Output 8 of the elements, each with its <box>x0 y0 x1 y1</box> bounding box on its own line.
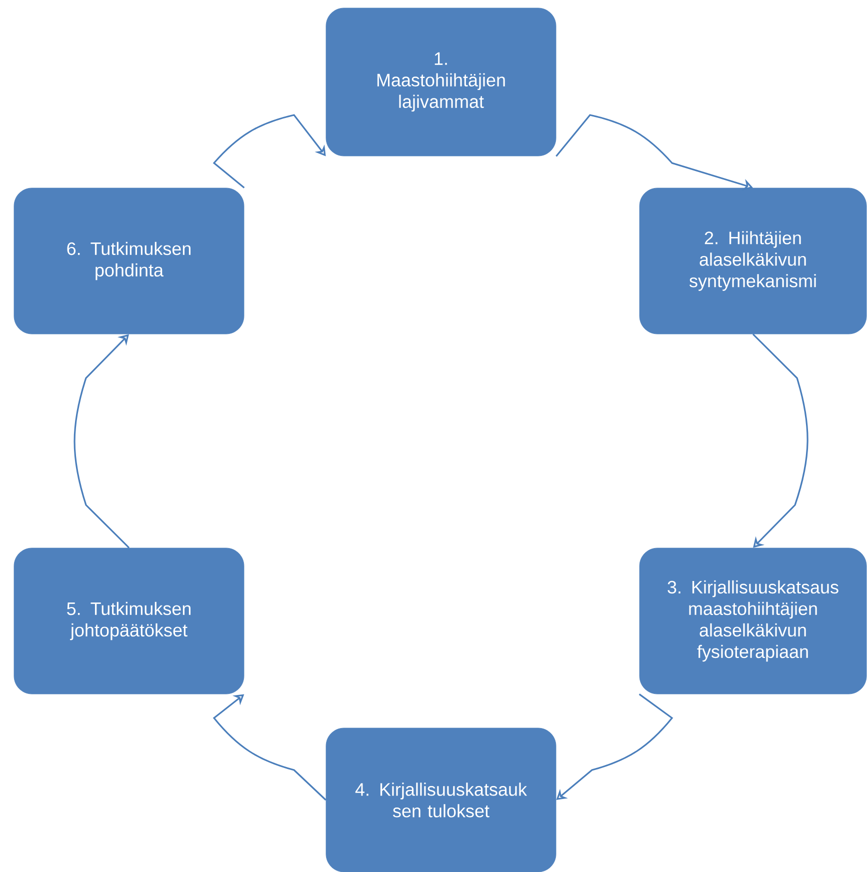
process-box: 2. Hiihtäjien alaselkäkivun syntymekanismi <box>639 188 867 334</box>
process-box: 3. Kirjallisuuskatsaus maastohiihtäjien alaselkäkivun fysioterapiaan <box>639 548 867 694</box>
arrow <box>213 114 326 188</box>
arrow <box>213 694 326 801</box>
process-box: 5. Tutkimuksen johtopäätökset <box>14 548 244 694</box>
process-box: 1. Maastohiihtäjien lajivammat <box>326 8 556 156</box>
process-box: 6. Tutkimuksen pohdinta <box>14 188 244 334</box>
process-box: 4. Kirjallisuuskatsauk sen tulokset <box>326 728 556 872</box>
